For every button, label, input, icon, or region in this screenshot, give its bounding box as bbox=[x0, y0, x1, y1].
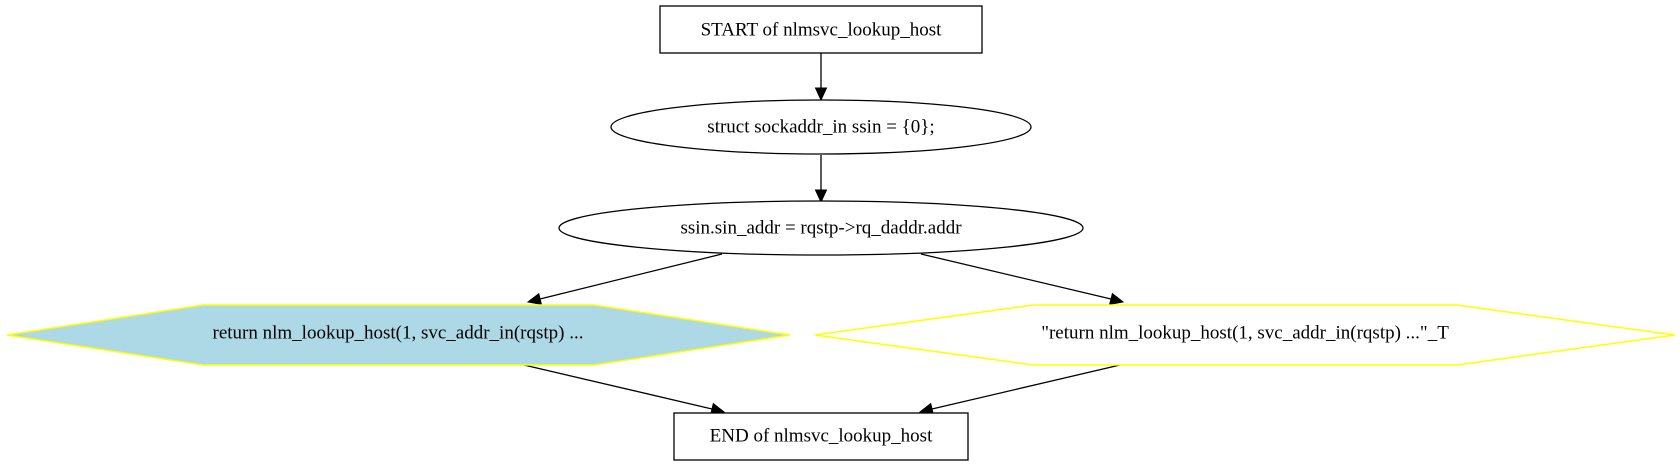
edges bbox=[523, 53, 1125, 416]
edge-assign-to-ret bbox=[526, 253, 723, 306]
edge-ret-to-end bbox=[523, 364, 726, 416]
node-start: START of nlmsvc_lookup_host bbox=[659, 5, 983, 54]
edge-start-to-decl bbox=[814, 53, 828, 102]
node-return-t: "return nlm_lookup_host(1, svc_addr_in(r… bbox=[814, 304, 1676, 366]
node-decl: struct sockaddr_in ssin = {0}; bbox=[610, 99, 1032, 155]
node-return-t-label: "return nlm_lookup_host(1, svc_addr_in(r… bbox=[1041, 323, 1449, 344]
edge-assign-to-ret-t bbox=[920, 253, 1125, 306]
node-assign-label: ssin.sin_addr = rqstp->rq_daddr.addr bbox=[680, 218, 962, 239]
node-assign: ssin.sin_addr = rqstp->rq_daddr.addr bbox=[558, 200, 1084, 256]
node-decl-label: struct sockaddr_in ssin = {0}; bbox=[707, 117, 934, 138]
node-start-label: START of nlmsvc_lookup_host bbox=[701, 20, 943, 41]
edge-ret-t-to-end bbox=[918, 364, 1121, 416]
node-end-label: END of nlmsvc_lookup_host bbox=[710, 426, 933, 447]
node-return-label: return nlm_lookup_host(1, svc_addr_in(rq… bbox=[213, 323, 584, 344]
node-return: return nlm_lookup_host(1, svc_addr_in(rq… bbox=[6, 304, 791, 366]
node-end: END of nlmsvc_lookup_host bbox=[673, 412, 969, 461]
edge-decl-to-assign bbox=[814, 155, 828, 204]
